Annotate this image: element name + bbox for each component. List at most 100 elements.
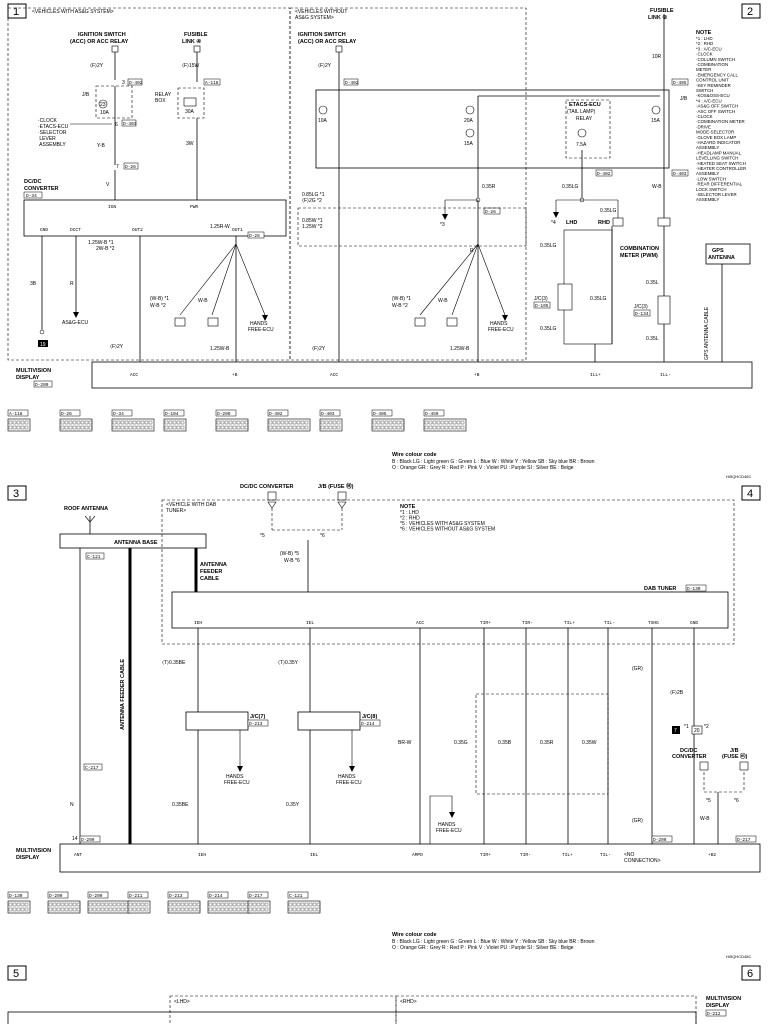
note-line: ·SELECTOR LEVER <box>696 192 737 197</box>
note-line: ·HEATER CONTROLLER <box>696 166 746 171</box>
etacs-title-3: RELAY <box>576 116 593 122</box>
image-code-1: HI5QHCD46C <box>726 474 751 479</box>
c121-tag-label: C-121 <box>87 554 101 560</box>
fuse-30a-label: 30A <box>185 109 195 115</box>
p3-jb-2a: J/B <box>730 748 739 754</box>
svg-text:*6: *6 <box>320 533 325 539</box>
region-with-asg-label: <VEHICLES WITH AS&G SYSTEM> <box>32 9 114 15</box>
dab-pin-label: TSHG <box>648 620 659 626</box>
clock-list-text: ·CLOCK·ETACS-ECU·SELECTOR LEVER ASSEMBLY <box>38 118 70 148</box>
dab-pin-label: ACC <box>416 620 424 626</box>
d26-tag-3 <box>483 207 501 215</box>
note-line: ·KOS&OSS-ECU <box>696 93 730 98</box>
svg-text:7: 7 <box>674 728 677 734</box>
etacs-title-2: (TAIL LAMP) <box>567 109 596 115</box>
connector-tag <box>267 409 289 417</box>
connector-tag <box>287 891 309 899</box>
hands-free-2-a: HANDS <box>490 321 508 327</box>
wire-gr-2: (GR) <box>632 818 643 824</box>
region-without-asg-label-1: <VEHICLES WITHOUT <box>295 9 347 15</box>
fuse-23-label: 23 <box>100 102 106 108</box>
connector-shape <box>87 900 131 914</box>
p5-display-box <box>7 1011 697 1024</box>
wire-code-line-2b: O : Orange GR : Grey R : Red P : Pink V … <box>392 945 574 951</box>
wire-wb-left: W-B <box>198 298 208 304</box>
connector-tag <box>167 891 189 899</box>
wire-125w: 1.25W *2 <box>302 224 323 230</box>
panel-number-box-2 <box>741 3 761 19</box>
jc7-label: J/C(7) <box>250 714 265 720</box>
panel-number-box-3 <box>7 485 27 501</box>
gps-antenna-box <box>705 243 751 265</box>
d403-tag-1 <box>121 119 137 127</box>
mv2-b2: +B2 <box>708 852 716 858</box>
hands-free-2-b: FREE-ECU <box>488 327 514 333</box>
no-connection-1: <NO <box>624 852 635 858</box>
mv2-ieh: IEH <box>198 852 206 858</box>
connector-tag-label: D-214 <box>209 893 223 899</box>
wire-035be: 0.35BE <box>172 802 189 808</box>
d105-tag <box>533 301 551 309</box>
note-line: ·KEY REMINDER <box>696 83 731 88</box>
dcdc-dcct: DCCT <box>70 227 81 233</box>
ign2-f2y: ⟨F⟩2Y <box>318 63 332 69</box>
relay-box <box>177 87 205 119</box>
panel-number-box-4 <box>741 485 761 501</box>
connector-tag <box>247 891 269 899</box>
d212-tag <box>705 1009 727 1017</box>
dab-region <box>161 499 735 645</box>
p3-dcdc-2b: CONVERTER <box>672 754 707 760</box>
antenna-base-label: ANTENNA BASE <box>114 540 158 546</box>
fusible-f15w: ⟨F⟩15W <box>182 63 200 69</box>
d212-tag-label: D-212 <box>707 1011 721 1017</box>
mv2-label-2: DISPLAY <box>16 855 40 861</box>
d402-tag-1 <box>127 78 143 86</box>
dcdc-pwr: PWR <box>190 204 198 210</box>
mv-ill-plus: ILL+ <box>590 372 601 378</box>
wire-125wb-3: 1.25W-B <box>450 346 470 352</box>
fuse-20a: 20A <box>464 118 474 124</box>
feeder-label-3: CABLE <box>200 576 219 582</box>
panel-number-3: 3 <box>13 488 19 500</box>
note-line: ·AS&G OFF SWITCH <box>696 104 738 109</box>
svg-text:*3: *3 <box>440 222 445 228</box>
d209-tag-3 <box>651 835 673 843</box>
d26-tag-3-label: D-26 <box>485 209 496 215</box>
note-line: *5 : VEHICLES WITH AS&G SYSTEM <box>400 521 485 527</box>
mv2-til-plus: TIL+ <box>562 852 573 858</box>
dab-pin-label: TIR- <box>522 620 533 626</box>
connector-shape <box>371 418 405 432</box>
mv-label-2: DISPLAY <box>16 375 40 381</box>
connector-shape <box>267 418 311 432</box>
mv-ill-minus: ILL- <box>660 372 671 378</box>
svg-text:6: 6 <box>115 122 118 128</box>
hands-free-1-a: HANDS <box>250 321 268 327</box>
multivision-display-box-2 <box>59 843 761 873</box>
ground-r-1 <box>657 217 671 227</box>
note-line: METER <box>696 67 711 72</box>
p5-rhd-region <box>395 995 697 1024</box>
wire-code-line-1b: O : Orange GR : Grey R : Red P : Pink V … <box>392 465 574 471</box>
d405-tag <box>671 78 689 86</box>
d402-tag-2 <box>343 78 359 86</box>
connector-shape <box>319 418 343 432</box>
svg-text:7: 7 <box>116 164 119 170</box>
connector-tag <box>163 409 185 417</box>
svg-text:*1: *1 <box>684 724 689 730</box>
wire-125wb-2: 1.25W-B <box>210 346 230 352</box>
d213-tag-label: D-213 <box>249 721 263 727</box>
mv-acc-2: ACC <box>330 372 338 378</box>
ign2-f2y-2: ⟨F⟩2Y <box>312 346 326 352</box>
dab-pin-label: IEL <box>306 620 314 626</box>
connector-shape <box>247 900 271 914</box>
note-line: *1 : LHD <box>400 510 419 516</box>
dcdc-converter-box <box>23 199 287 237</box>
fuse-7-5a: 7.5A <box>576 142 587 148</box>
d105-tag-label: D-105 <box>535 303 549 309</box>
d209-tag-3-label: D-209 <box>653 837 667 843</box>
fuse-15a-2: 15A <box>651 118 661 124</box>
d403-tag-2 <box>671 169 689 177</box>
panel-number-4: 4 <box>747 488 753 500</box>
